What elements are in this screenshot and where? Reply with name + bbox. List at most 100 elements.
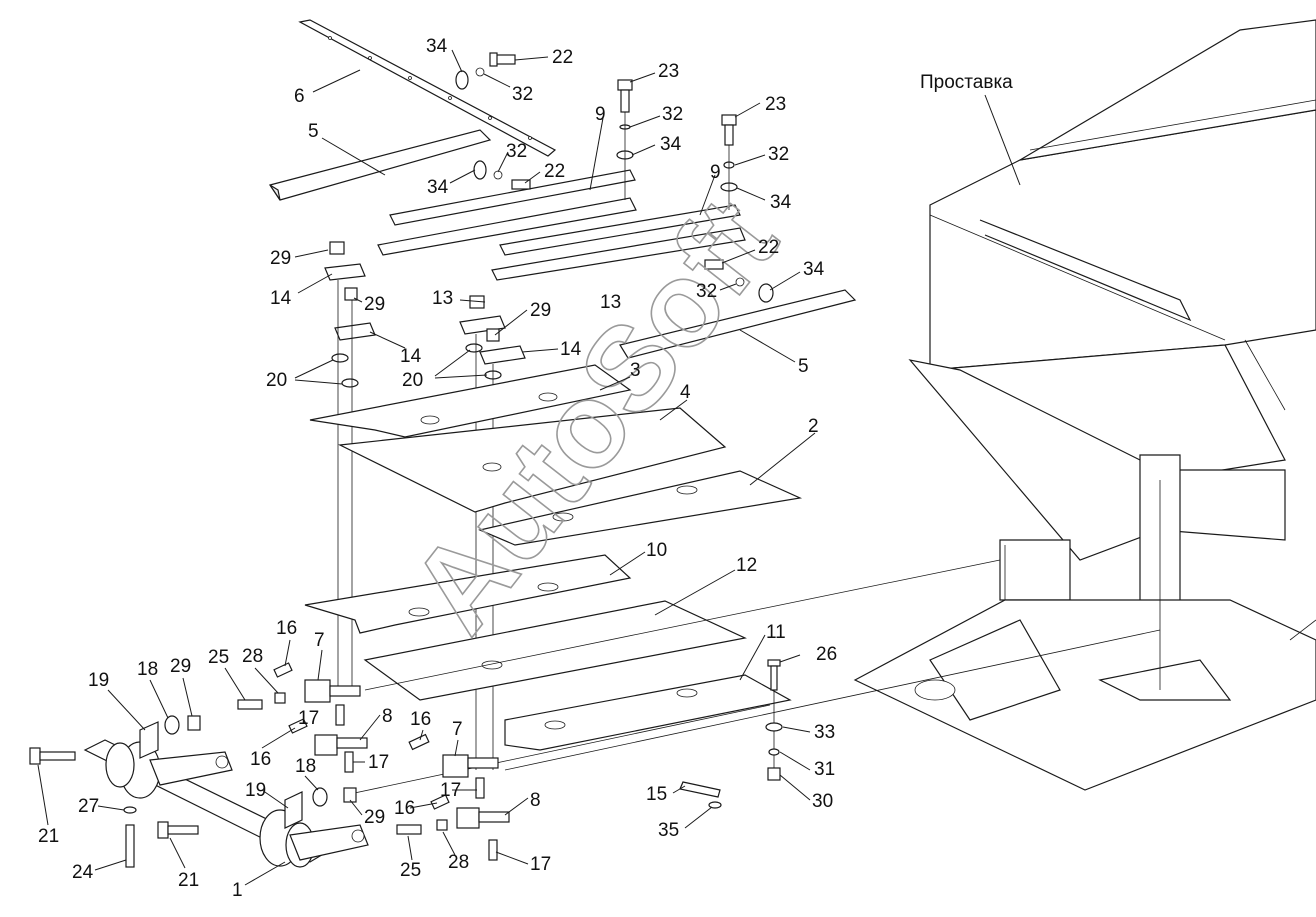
callout-27: 27 bbox=[78, 796, 99, 817]
callout-15: 15 bbox=[646, 784, 667, 805]
nut-28-a bbox=[274, 692, 286, 704]
callout-34-mid: 34 bbox=[427, 177, 449, 198]
pin-16-c bbox=[408, 733, 430, 751]
sheet-10 bbox=[304, 554, 632, 634]
callout-23-left: 23 bbox=[658, 61, 679, 82]
callout-28-b: 28 bbox=[448, 852, 469, 873]
pin-16-b bbox=[288, 718, 308, 734]
washer-32-mid bbox=[493, 170, 503, 180]
callout-24: 24 bbox=[72, 862, 94, 883]
callout-32-mid: 32 bbox=[506, 141, 527, 162]
bolt-23-left bbox=[617, 79, 633, 113]
callout-18-b: 18 bbox=[295, 756, 316, 777]
callout-17-c: 17 bbox=[440, 780, 461, 801]
bolt-22-top bbox=[489, 52, 516, 67]
leader-lines bbox=[294, 49, 816, 681]
plate-14-a bbox=[324, 263, 366, 281]
callout-8-left: 8 bbox=[382, 706, 393, 727]
washer-20-b bbox=[341, 378, 359, 388]
callout-6: 6 bbox=[294, 86, 305, 107]
bolt-22-mid bbox=[511, 179, 531, 190]
spacer-leader bbox=[984, 94, 1021, 186]
callout-34-b: 34 bbox=[770, 192, 792, 213]
washer-32-right bbox=[735, 277, 745, 287]
bolt-17-a bbox=[335, 704, 345, 726]
washer-34-mid bbox=[473, 160, 487, 180]
washer-34-right bbox=[758, 283, 774, 303]
washer-18-a bbox=[164, 715, 180, 735]
callout-19-a: 19 bbox=[88, 670, 109, 691]
strip-9-left bbox=[389, 169, 636, 226]
angle-strip-5-left bbox=[269, 129, 492, 201]
callout-34-top: 34 bbox=[426, 36, 448, 57]
callout-34-a: 34 bbox=[660, 134, 682, 155]
strip-13-left bbox=[377, 197, 637, 256]
washer-33 bbox=[765, 722, 783, 732]
callout-19-b: 19 bbox=[245, 780, 266, 801]
nut-30 bbox=[767, 767, 781, 781]
bolt-25-a bbox=[237, 699, 263, 710]
callout-29-a: 29 bbox=[270, 248, 291, 269]
callout-5-right: 5 bbox=[798, 356, 809, 377]
callout-29-f: 29 bbox=[364, 807, 385, 828]
callout-32-b: 32 bbox=[768, 144, 789, 165]
nut-29-d bbox=[486, 328, 500, 342]
callout-20-b: 20 bbox=[402, 370, 423, 391]
sheet-11 bbox=[504, 674, 792, 751]
callout-29-b: 29 bbox=[364, 294, 385, 315]
washer-34-top bbox=[455, 70, 469, 90]
callout-29-c: 29 bbox=[530, 300, 551, 321]
lower-leader-lines bbox=[37, 639, 811, 886]
strip-13-right bbox=[491, 227, 746, 281]
bracket-7-right bbox=[442, 754, 499, 778]
washer-20-a bbox=[331, 353, 349, 363]
callout-4: 4 bbox=[680, 382, 691, 403]
spacer-frame-body bbox=[853, 19, 1316, 791]
bracket-19-a bbox=[139, 721, 159, 759]
callout-9-left: 9 bbox=[595, 104, 606, 125]
callout-20-a: 20 bbox=[266, 370, 287, 391]
callout-13-right: 13 bbox=[600, 292, 621, 313]
callout-9-right: 9 bbox=[710, 162, 721, 183]
callout-32-right: 32 bbox=[696, 281, 717, 302]
callout-16-d: 16 bbox=[394, 798, 415, 819]
callout-32-a: 32 bbox=[662, 104, 683, 125]
callout-34-right: 34 bbox=[803, 259, 825, 280]
sheet-2 bbox=[478, 470, 803, 546]
nut-29-e bbox=[187, 715, 201, 731]
callout-21-left: 21 bbox=[38, 826, 59, 847]
roller-shaft-assembly bbox=[83, 739, 369, 868]
callout-16-a: 16 bbox=[276, 618, 297, 639]
callout-25-b: 25 bbox=[400, 860, 421, 881]
washer-18-b bbox=[312, 787, 328, 807]
plate-14-d bbox=[479, 345, 526, 365]
pin-16-a bbox=[273, 662, 293, 678]
sheet-3 bbox=[309, 364, 632, 438]
angle-strip-5-right bbox=[619, 289, 857, 359]
callout-22-top: 22 bbox=[552, 47, 573, 68]
washer-31 bbox=[768, 748, 780, 756]
callout-33: 33 bbox=[814, 722, 835, 743]
callout-8-right: 8 bbox=[530, 790, 541, 811]
callout-28-a: 28 bbox=[242, 646, 263, 667]
spacer-caption: Проставка bbox=[920, 72, 1013, 93]
callout-11: 11 bbox=[766, 622, 786, 643]
callout-14-c: 14 bbox=[560, 339, 582, 360]
strip-9-right bbox=[499, 204, 741, 256]
bolt-21-left bbox=[29, 747, 76, 765]
callout-18-a: 18 bbox=[137, 659, 158, 680]
washer-27 bbox=[123, 806, 137, 814]
bolt-17-b bbox=[344, 751, 354, 773]
bolt-25-b bbox=[396, 824, 422, 835]
sheet-4 bbox=[337, 407, 727, 513]
callout-2: 2 bbox=[808, 416, 819, 437]
nut-29-a bbox=[329, 241, 345, 255]
callout-22-mid: 22 bbox=[544, 161, 565, 182]
pin-16-d bbox=[430, 794, 450, 810]
callout-10: 10 bbox=[646, 540, 667, 561]
bolt-17-c bbox=[475, 777, 485, 799]
callout-30: 30 bbox=[812, 791, 833, 812]
callout-25-a: 25 bbox=[208, 647, 229, 668]
callout-1: 1 bbox=[232, 880, 243, 901]
